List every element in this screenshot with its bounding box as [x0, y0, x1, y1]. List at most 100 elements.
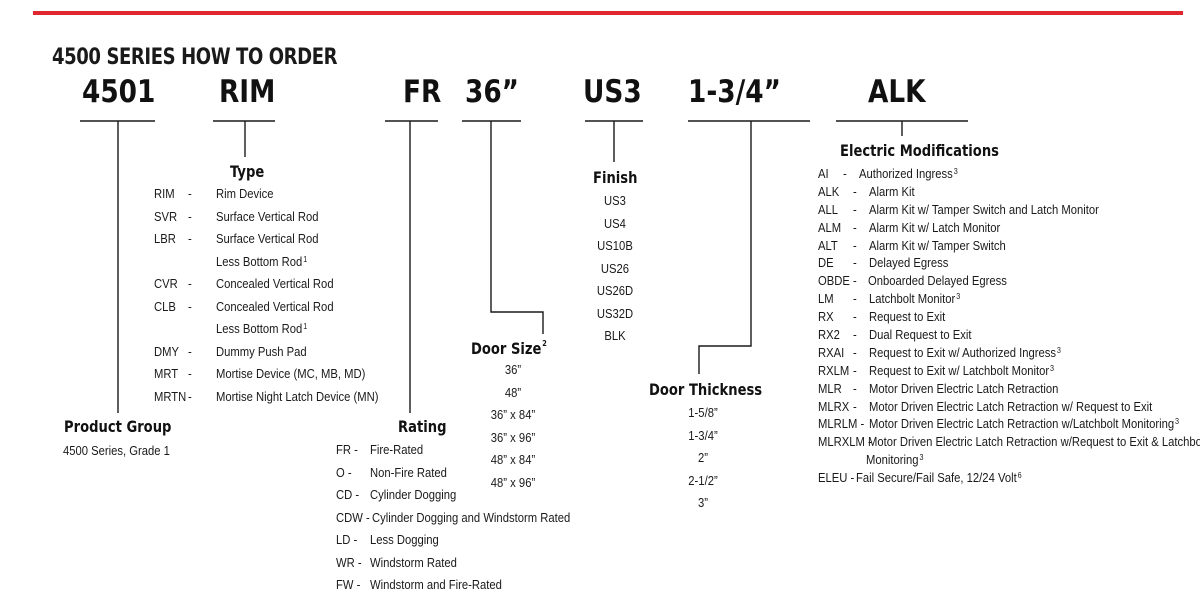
door-size-item: 36” x 96” [491, 431, 535, 454]
code-product: 4501 [82, 74, 156, 110]
electric-desc: Motor Driven Electric Latch Retraction w… [868, 435, 1200, 449]
type-desc: Mortise Night Latch Device (MN) [216, 390, 379, 404]
electric-desc-sup: 3 [953, 167, 958, 176]
electric-desc-text: Alarm Kit w/ Tamper Switch [869, 238, 1006, 253]
door-size-item: 36” [505, 363, 521, 386]
door-size-item: 48” x 96” [491, 476, 535, 499]
door-thickness-item-text: 3” [697, 496, 709, 510]
electric-sep: - [853, 345, 857, 360]
type-item: CLB-Concealed Vertical Rod [154, 300, 384, 323]
rating-desc: Cylinder Dogging and Windstorm Rated [372, 510, 571, 525]
code-rating: FR [403, 74, 442, 110]
electric-code: RXAI [818, 345, 845, 360]
electric-desc: Onboarded Delayed Egress [868, 274, 1008, 288]
finish-item-text: US10B [597, 239, 633, 253]
electric-item: ALL-Alarm Kit w/ Tamper Switch and Latch… [818, 203, 1178, 221]
electric-desc-text: Fail Secure/Fail Safe, 12/24 Volt [856, 471, 1017, 486]
door-size-item-text: 48” x 96” [490, 475, 536, 490]
type-desc-text: Concealed Vertical Rod [216, 299, 334, 314]
door-thickness-item-text: 2-1/2” [688, 473, 718, 488]
electric-desc: Request to Exit [869, 310, 946, 324]
electric-code: ALK [818, 184, 840, 199]
type-desc-text: Dummy Push Pad [216, 344, 307, 359]
electric-desc: Latchbolt Monitor3 [869, 292, 960, 306]
rating-desc: Less Dogging [370, 533, 439, 547]
electric-desc: Request to Exit w/ Authorized Ingress3 [869, 346, 1061, 360]
electric-desc-sup: 3 [919, 453, 924, 463]
type-dash: - [188, 232, 192, 246]
electric-desc-text: Latchbolt Monitor [869, 292, 956, 307]
rating-code: CD - [336, 488, 360, 502]
rating-desc: Cylinder Dogging [370, 488, 457, 502]
electric-sep: - [843, 167, 847, 181]
electric-desc: Monitoring3 [866, 453, 923, 467]
rating-item: CD - Cylinder Dogging [336, 488, 576, 511]
type-item: Less Bottom Rod1 [154, 322, 384, 345]
finish-item-text: US26 [600, 261, 630, 276]
electric-item: Monitoring3 [818, 453, 1178, 471]
type-dash: - [188, 277, 192, 291]
electric-desc-text: Alarm Kit w/ Latch Monitor [869, 220, 1001, 235]
electric-sep: - [853, 220, 857, 235]
type-code: RIM [154, 187, 175, 201]
code-thickness: 1-3/4” [688, 74, 781, 110]
door-size-item-text: 36” [504, 363, 522, 377]
electric-desc: Request to Exit w/ Latchbolt Monitor3 [869, 364, 1054, 378]
door-size-item-text: 36” x 96” [490, 430, 536, 445]
finish-item-text: US32D [596, 306, 634, 321]
electric-desc: Motor Driven Electric Latch Retraction w… [869, 400, 1153, 414]
electric-code: MLR [818, 381, 842, 396]
type-desc: Dummy Push Pad [216, 345, 308, 359]
type-desc: Mortise Device (MC, MB, MD) [216, 367, 366, 381]
electric-code: RXLM [818, 363, 850, 378]
type-header: Type [230, 162, 265, 181]
type-dash: - [188, 344, 192, 359]
electric-code: ALM [818, 220, 842, 235]
type-item: RIM-Rim Device [154, 187, 384, 210]
rating-item: FR -Fire-Rated [336, 443, 576, 466]
type-dash: - [188, 367, 192, 381]
electric-desc: Alarm Kit w/ Latch Monitor [869, 221, 1001, 235]
rating-item: CDW -Cylinder Dogging and Windstorm Rate… [336, 511, 576, 534]
rating-code: FR - [336, 443, 358, 457]
rating-item: WR -Windstorm Rated [336, 556, 576, 579]
finish-item: US32D [597, 307, 633, 330]
type-desc: Surface Vertical Rod [216, 210, 319, 224]
electric-sep: - [853, 292, 857, 307]
door-thickness-item-text: 1-3/4” [688, 428, 718, 443]
type-dash: - [188, 389, 192, 404]
electric-sep: - [853, 363, 857, 378]
rating-item: FW -Windstorm and Fire-Rated [336, 578, 576, 601]
electric-sep: - [853, 184, 857, 199]
electric-desc-text: Request to Exit w/ Authorized Ingress [869, 345, 1056, 360]
type-desc: Less Bottom Rod1 [216, 322, 307, 336]
electric-desc-text: Motor Driven Electric Latch Retraction w… [868, 435, 1200, 450]
rating-code: LD - [336, 533, 358, 547]
electric-desc: Alarm Kit [869, 185, 916, 199]
finish-item: US26D [597, 284, 633, 307]
electric-sep: - [853, 399, 857, 414]
rating-desc: Windstorm and Fire-Rated [370, 578, 502, 592]
door-size-item-text: 48” x 84” [490, 453, 536, 467]
electric-item: RXLM-Request to Exit w/ Latchbolt Monito… [818, 364, 1178, 382]
electric-desc-sup: 3 [956, 292, 961, 302]
type-dash: - [188, 209, 192, 224]
type-desc: Rim Device [216, 187, 274, 201]
rating-desc: Non-Fire Rated [370, 465, 447, 480]
rating-item: O - Non-Fire Rated [336, 466, 576, 489]
type-desc-text: Less Bottom Rod [216, 322, 303, 336]
electric-code: DE [818, 256, 834, 271]
finish-item-text: BLK [604, 329, 626, 343]
page-title: 4500 SERIES HOW TO ORDER [52, 45, 338, 70]
code-size: 36” [465, 74, 519, 110]
type-desc-text: Surface Vertical Rod [216, 209, 319, 224]
electric-code: ALT [818, 238, 838, 253]
electric-code: OBDE - [818, 274, 857, 289]
finish-item: US3 [604, 194, 626, 217]
type-desc: Less Bottom Rod1 [216, 255, 307, 269]
rating-code: O - [336, 465, 352, 480]
electric-desc-text: Onboarded Delayed Egress [868, 274, 1007, 289]
type-desc-text: Concealed Vertical Rod [216, 277, 334, 291]
